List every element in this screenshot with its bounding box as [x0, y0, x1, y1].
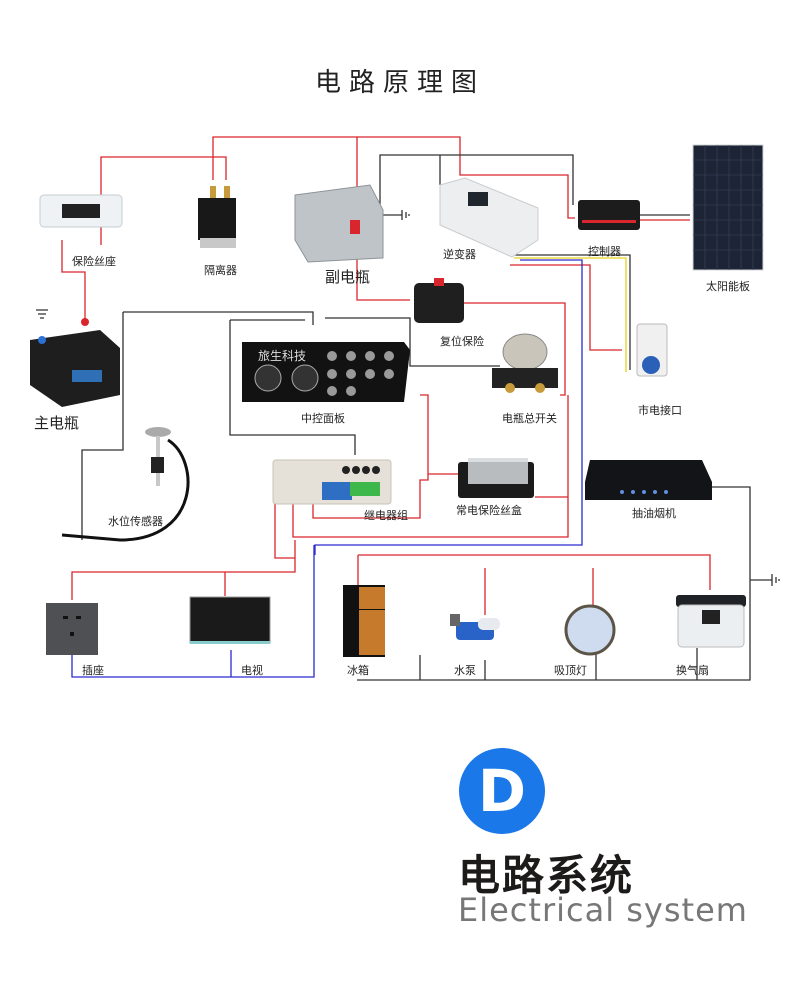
- inverter-icon: [439, 177, 539, 258]
- relay-group-icon: [272, 459, 392, 505]
- label-battery-switch: 电瓶总开关: [502, 412, 557, 425]
- isolator-icon: [198, 186, 236, 248]
- label-water-sensor: 水位传感器: [108, 515, 163, 528]
- ground-wires: [81, 154, 772, 681]
- section-title-en: Electrical system: [458, 891, 748, 929]
- label-isolator: 隔离器: [204, 264, 237, 277]
- main-battery-icon: [30, 318, 120, 407]
- positive-wires: [61, 136, 711, 615]
- label-inverter: 逆变器: [443, 248, 476, 261]
- fuse-holder-icon: [39, 194, 123, 228]
- socket-icon: [46, 603, 98, 655]
- tv-icon: [189, 596, 271, 644]
- range-hood-icon: [585, 460, 712, 500]
- control-panel-icon: 旅生科技: [242, 342, 410, 402]
- label-reset-fuse: 复位保险: [440, 335, 484, 348]
- panel-brand: 旅生科技: [258, 349, 306, 363]
- battery-switch-icon: [492, 333, 558, 393]
- controller-icon: [578, 200, 640, 230]
- section-badge: D: [459, 748, 545, 834]
- label-fuse-holder: 保险丝座: [72, 255, 116, 268]
- label-tv: 电视: [241, 664, 263, 677]
- label-vent-fan: 换气扇: [676, 664, 709, 677]
- ground-symbol: [36, 210, 780, 586]
- vent-fan-icon: [676, 595, 746, 648]
- label-aux-battery: 副电瓶: [325, 268, 371, 286]
- label-main-battery: 主电瓶: [34, 414, 80, 432]
- label-fridge: 冰箱: [347, 664, 369, 677]
- label-range-hood: 抽油烟机: [632, 507, 676, 520]
- diagram-title: 电路原理图: [314, 68, 485, 98]
- label-shore-power: 市电接口: [638, 404, 682, 417]
- label-solar-panel: 太阳能板: [706, 280, 750, 293]
- water-pump-icon: [450, 614, 500, 640]
- label-ceiling-light: 吸顶灯: [554, 664, 587, 677]
- label-relay-group: 继电器组: [364, 509, 408, 522]
- label-socket: 插座: [82, 664, 104, 677]
- solar-panel-icon: [692, 144, 764, 271]
- label-fuse-box: 常电保险丝盒: [456, 504, 522, 517]
- aux-battery-icon: [294, 184, 384, 263]
- fridge-icon: [343, 585, 385, 657]
- neutral-wires: [71, 259, 583, 678]
- ceiling-light-icon: [564, 604, 616, 656]
- fuse-box-icon: [458, 458, 534, 498]
- shore-power-icon: [636, 323, 668, 377]
- water-sensor-icon: [61, 427, 190, 542]
- label-water-pump: 水泵: [454, 664, 476, 677]
- section-title-cn: 电路系统: [458, 851, 635, 900]
- label-control-panel: 中控面板: [301, 412, 345, 425]
- label-controller: 控制器: [588, 245, 621, 258]
- reset-fuse-icon: [414, 278, 464, 323]
